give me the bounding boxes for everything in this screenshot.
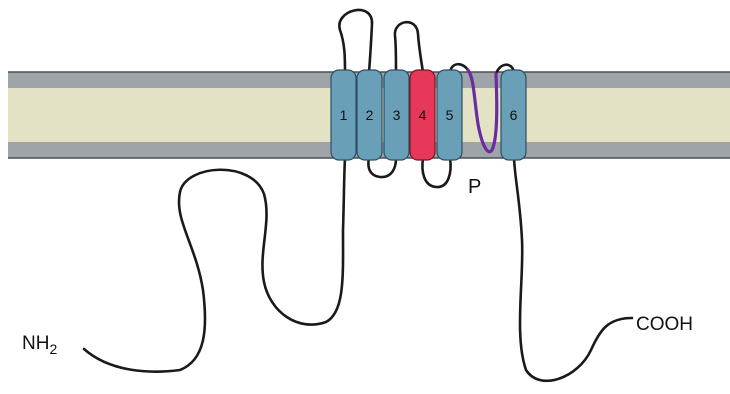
intracellular-loop-s4-s5 bbox=[422, 158, 450, 187]
segment-s1-label: 1 bbox=[340, 107, 348, 123]
n-terminus-label: NH2 bbox=[22, 333, 57, 357]
segment-s1: 1 bbox=[331, 70, 356, 160]
segment-s2-label: 2 bbox=[366, 107, 374, 123]
polypeptide-chain bbox=[84, 10, 632, 381]
extracellular-loop-s3-s4 bbox=[395, 22, 423, 72]
segment-s4-label: 4 bbox=[419, 107, 427, 123]
segment-s2: 2 bbox=[357, 70, 382, 160]
c-terminus-label: COOH bbox=[636, 314, 693, 335]
n-terminus-subscript: 2 bbox=[49, 341, 57, 357]
segment-s5: 5 bbox=[437, 70, 462, 160]
segment-s3: 3 bbox=[384, 70, 409, 160]
n-terminus-text: NH bbox=[22, 333, 49, 354]
segment-s4-voltage-sensor: 4 bbox=[410, 70, 435, 160]
extracellular-loop-s1-s2 bbox=[339, 10, 372, 72]
segment-s6: 6 bbox=[501, 70, 526, 160]
pore-loop-label: P bbox=[468, 176, 481, 198]
segment-s5-label: 5 bbox=[446, 107, 454, 123]
segment-s6-label: 6 bbox=[510, 107, 518, 123]
intracellular-loop-s2-s3 bbox=[368, 158, 396, 177]
n-terminal-tail bbox=[84, 158, 345, 372]
c-terminal-tail bbox=[514, 158, 632, 381]
segment-s3-label: 3 bbox=[393, 107, 401, 123]
